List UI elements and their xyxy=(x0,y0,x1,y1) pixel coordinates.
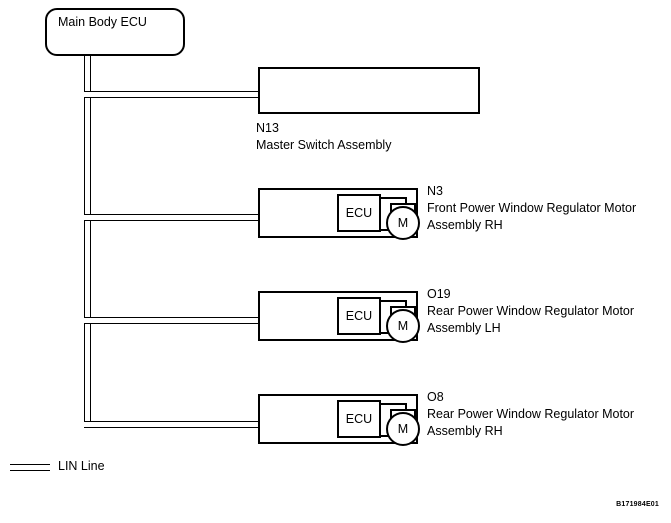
motor-circle-o8: M xyxy=(386,412,420,446)
node-box-n13 xyxy=(258,67,480,114)
motor-circle-o19: M xyxy=(386,309,420,343)
inner-ecu-o8: ECU xyxy=(337,400,381,438)
motor-circle-n3: M xyxy=(386,206,420,240)
lin-joint-n3 xyxy=(85,215,92,220)
lin-line-legend-icon xyxy=(10,464,50,471)
lin-line-legend-label: LIN Line xyxy=(58,459,105,473)
main-body-ecu-label: Main Body ECU xyxy=(58,15,147,29)
node-callout-n3: N3 Front Power Window Regulator Motor As… xyxy=(427,183,636,234)
node-callout-n13: N13 Master Switch Assembly xyxy=(256,120,391,154)
node-name-n3-line2: Assembly RH xyxy=(427,218,503,232)
inner-ecu-n3: ECU xyxy=(337,194,381,232)
motor-symbol-n3: M xyxy=(386,196,420,240)
node-callout-o8: O8 Rear Power Window Regulator Motor Ass… xyxy=(427,389,634,440)
lin-joint-o19 xyxy=(85,318,92,323)
figure-code: B171984E01 xyxy=(616,501,659,508)
motor-lead-top-o19 xyxy=(381,300,407,302)
lin-joint-n13 xyxy=(85,92,92,97)
node-name-n3-line1: Front Power Window Regulator Motor xyxy=(427,201,637,215)
motor-lead-top-n3 xyxy=(381,197,407,199)
lin-joint-o8 xyxy=(85,422,92,427)
node-name-n13-line1: Master Switch Assembly xyxy=(256,138,392,152)
inner-ecu-o19: ECU xyxy=(337,297,381,335)
node-code-n3: N3 xyxy=(427,184,443,198)
node-code-o19: O19 xyxy=(427,287,451,301)
motor-symbol-o8: M xyxy=(386,402,420,446)
lin-branch-n13 xyxy=(84,91,260,98)
node-code-o8: O8 xyxy=(427,390,444,404)
main-body-ecu-box xyxy=(45,8,185,56)
node-name-o19-line2: Assembly LH xyxy=(427,321,501,335)
motor-lead-top-o8 xyxy=(381,403,407,405)
motor-symbol-o19: M xyxy=(386,299,420,343)
lin-branch-o8 xyxy=(84,421,260,428)
node-callout-o19: O19 Rear Power Window Regulator Motor As… xyxy=(427,286,634,337)
node-name-o8-line2: Assembly RH xyxy=(427,424,503,438)
lin-branch-n3 xyxy=(84,214,260,221)
node-name-o19-line1: Rear Power Window Regulator Motor xyxy=(427,304,635,318)
node-name-o8-line1: Rear Power Window Regulator Motor xyxy=(427,407,635,421)
node-code-n13: N13 xyxy=(256,121,279,135)
lin-branch-o19 xyxy=(84,317,260,324)
lin-bus-trunk xyxy=(84,56,91,428)
